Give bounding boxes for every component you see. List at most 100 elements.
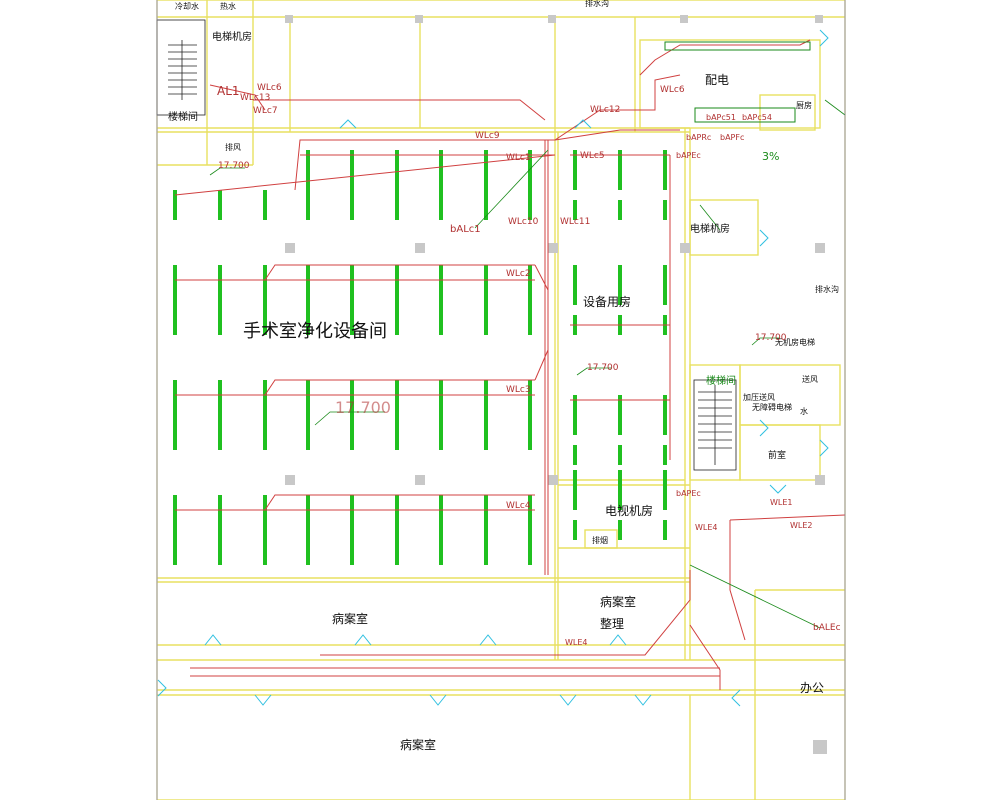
fixture-15 bbox=[173, 265, 177, 305]
fixture-11 bbox=[395, 190, 399, 220]
fixture-68 bbox=[528, 535, 532, 565]
fixture-94 bbox=[618, 520, 622, 540]
fixture-87 bbox=[573, 445, 577, 465]
fixture-0 bbox=[306, 150, 310, 190]
room-accessible-elevator-label: 无障碍电梯 bbox=[752, 402, 792, 412]
fixture-33 bbox=[173, 380, 177, 420]
circuit-wlc13-label: WLc13 bbox=[240, 93, 270, 103]
room-kitchen-label: 厨房 bbox=[796, 100, 812, 110]
fixture-65 bbox=[395, 535, 399, 565]
fixture-93 bbox=[573, 520, 577, 540]
slope-right: 3% bbox=[762, 150, 779, 163]
circuit-wlc10-label: WLc10 bbox=[508, 217, 539, 227]
circuit-wlc3-label: WLc3 bbox=[506, 385, 531, 395]
fixture-18 bbox=[306, 265, 310, 305]
panel-apc-1-label: bAPc51 bbox=[706, 113, 736, 122]
distribution-board bbox=[664, 41, 811, 123]
fixture-80 bbox=[663, 265, 667, 305]
room-pathology-sorting-line1: 病案室 bbox=[600, 594, 636, 609]
room-pathology-1-label: 病案室 bbox=[332, 611, 368, 626]
room-shaft-label: 排烟 bbox=[592, 535, 608, 545]
circuit-wlc11-label: WLc11 bbox=[560, 217, 590, 227]
fixture-71 bbox=[263, 190, 267, 210]
fixture-72 bbox=[573, 150, 577, 190]
room-equipment-label: 设备用房 bbox=[583, 294, 631, 309]
fixture-67 bbox=[484, 535, 488, 565]
fixture-13 bbox=[484, 190, 488, 220]
circuit-wlc5-label: WLc5 bbox=[580, 151, 605, 161]
fixture-25 bbox=[218, 305, 222, 335]
stair-top-left bbox=[156, 19, 206, 116]
fixture-46 bbox=[350, 420, 354, 450]
fixture-63 bbox=[306, 535, 310, 565]
fixture-16 bbox=[218, 265, 222, 305]
circuit-wle2-label: WLE2 bbox=[790, 521, 813, 530]
fixture-61 bbox=[218, 535, 222, 565]
room-smoke-elevator-label: 无机房电梯 bbox=[775, 337, 815, 347]
fixture-49 bbox=[484, 420, 488, 450]
fixture-52 bbox=[218, 495, 222, 535]
fixture-56 bbox=[395, 495, 399, 535]
fixture-40 bbox=[484, 380, 488, 420]
panel-ale-c-label: bALEc bbox=[813, 623, 841, 633]
room-elevator-right-label: 电梯机房 bbox=[690, 222, 730, 235]
elevation-top-left: 17.700 bbox=[218, 161, 250, 171]
room-drain-right-label: 排水沟 bbox=[815, 284, 839, 294]
fixture-74 bbox=[663, 150, 667, 190]
fixture-77 bbox=[663, 200, 667, 220]
fixture-21 bbox=[439, 265, 443, 305]
fixture-36 bbox=[306, 380, 310, 420]
room-wind-shaft-label: 送风 bbox=[802, 374, 818, 384]
leader-lines bbox=[474, 99, 846, 629]
wall-outlines bbox=[156, 0, 846, 800]
room-office-label: 办公 bbox=[800, 680, 824, 695]
fixture-90 bbox=[573, 470, 577, 510]
room-pathology-2-label: 病案室 bbox=[400, 737, 436, 752]
outer-edge bbox=[156, 0, 846, 800]
room-mech-room-label: 手术室净化设备间 bbox=[243, 321, 387, 342]
fixture-44 bbox=[263, 420, 267, 450]
structural-columns bbox=[285, 15, 827, 754]
fixture-95 bbox=[663, 520, 667, 540]
fixture-84 bbox=[573, 395, 577, 435]
room-power-distribution-label: 配电 bbox=[705, 73, 729, 87]
panel-apf-label: bAPFc bbox=[720, 133, 744, 142]
fixture-38 bbox=[395, 380, 399, 420]
circuit-wlc7-label: WLc7 bbox=[253, 106, 278, 116]
room-front-room-label: 前室 bbox=[768, 449, 786, 461]
fixture-88 bbox=[618, 445, 622, 465]
fixture-19 bbox=[350, 265, 354, 305]
panel-al-c1-label: bALc1 bbox=[450, 224, 481, 235]
fixture-32 bbox=[528, 305, 532, 335]
circuit-wle1-label: WLE1 bbox=[770, 498, 793, 507]
fixture-86 bbox=[663, 395, 667, 435]
room-drain-top-label: 排水沟 bbox=[585, 0, 609, 8]
fixture-14 bbox=[528, 190, 532, 220]
fixture-22 bbox=[484, 265, 488, 305]
fixture-85 bbox=[618, 395, 622, 435]
fixture-9 bbox=[306, 190, 310, 220]
fixture-29 bbox=[395, 305, 399, 335]
panel-ape-b-label: bAPEc bbox=[676, 489, 701, 498]
fixture-27 bbox=[306, 305, 310, 335]
fixture-78 bbox=[573, 265, 577, 305]
fixture-30 bbox=[439, 305, 443, 335]
room-elevator-top-label: 电梯机房 bbox=[212, 30, 252, 43]
fixture-12 bbox=[439, 190, 443, 220]
circuit-wle4a-label: WLE4 bbox=[695, 523, 718, 532]
fixture-41 bbox=[528, 380, 532, 420]
elevation-right: 17.700 bbox=[755, 333, 787, 343]
fixture-50 bbox=[528, 420, 532, 450]
fixture-75 bbox=[573, 200, 577, 220]
panel-apr-label: bAPRc bbox=[686, 133, 711, 142]
fixture-48 bbox=[439, 420, 443, 450]
fixture-60 bbox=[173, 535, 177, 565]
room-supply-exhaust-label: 排风 bbox=[225, 142, 241, 152]
stair-right bbox=[693, 379, 737, 471]
fixture-79 bbox=[618, 265, 622, 305]
circuit-wlc9-label: WLc9 bbox=[475, 131, 500, 141]
fixture-91 bbox=[618, 470, 622, 510]
circuit-wlc12-label: WLc12 bbox=[590, 105, 620, 115]
fixture-20 bbox=[395, 265, 399, 305]
fixture-17 bbox=[263, 265, 267, 305]
